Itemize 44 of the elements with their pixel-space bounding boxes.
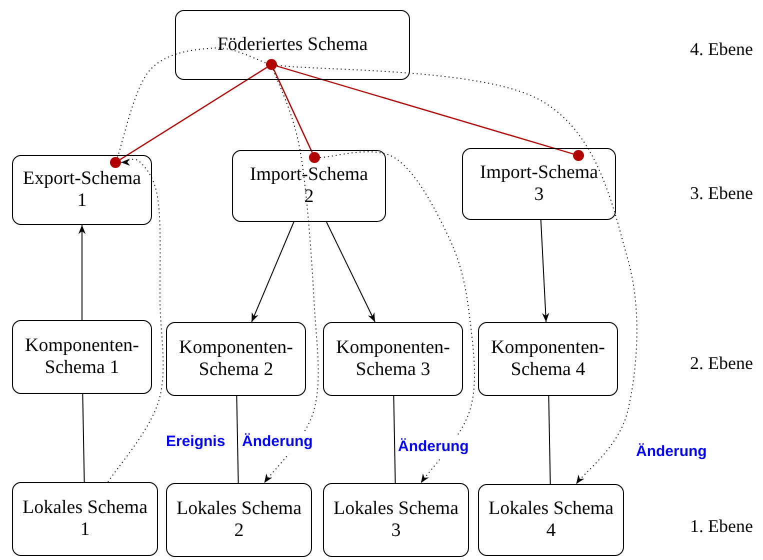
dotted-arrow (108, 157, 164, 482)
edge-label: Änderung (240, 431, 315, 454)
connector-line (540, 220, 550, 322)
node-label: Lokales Schema 4 (487, 498, 615, 542)
schema-box (12, 320, 152, 394)
schema-box (166, 483, 312, 557)
connector-line (273, 69, 313, 153)
node-label: Föderiertes Schema (217, 34, 368, 56)
node-label: Import-Schema 3 (478, 162, 600, 206)
level-label: 1. Ebene (690, 515, 753, 538)
connector-line (78, 224, 86, 320)
dotted-arrow (264, 69, 319, 484)
connector-line (120, 66, 268, 160)
schema-box (175, 10, 410, 80)
node-label: Lokales Schema 2 (175, 498, 303, 542)
node-label: Komponenten-Schema 2 (178, 337, 294, 381)
schema-box (323, 322, 463, 396)
schema-box (166, 322, 306, 396)
connector-line (276, 65, 574, 155)
connector-line (393, 396, 396, 484)
edge-label: Änderung (396, 436, 471, 458)
node-label: Lokales Schema 3 (332, 498, 460, 542)
node-label: Komponenten-Schema 3 (335, 337, 451, 381)
node-label: Export-Schema 1 (22, 168, 142, 212)
connector-line (236, 396, 239, 484)
level-label: 4. Ebene (690, 38, 753, 61)
level-label: 2. Ebene (690, 352, 753, 375)
node-label: Lokales Schema 1 (21, 497, 149, 541)
schema-box (323, 483, 469, 557)
connector-line (82, 394, 85, 482)
node-label: Komponenten-Schema 1 (24, 335, 140, 379)
schema-box (12, 482, 158, 556)
schema-box (12, 155, 152, 225)
node-label: Komponenten-Schema 4 (490, 337, 606, 381)
schema-box (232, 150, 386, 222)
level-label: 3. Ebene (690, 182, 753, 205)
schema-box (462, 148, 616, 220)
schema-box (478, 322, 618, 396)
connector-line (548, 396, 551, 484)
node-label: Import-Schema 2 (248, 164, 370, 208)
connector-line (251, 222, 294, 322)
connector-line (326, 222, 376, 322)
dotted-arrow (276, 64, 638, 484)
schema-box (478, 484, 624, 556)
